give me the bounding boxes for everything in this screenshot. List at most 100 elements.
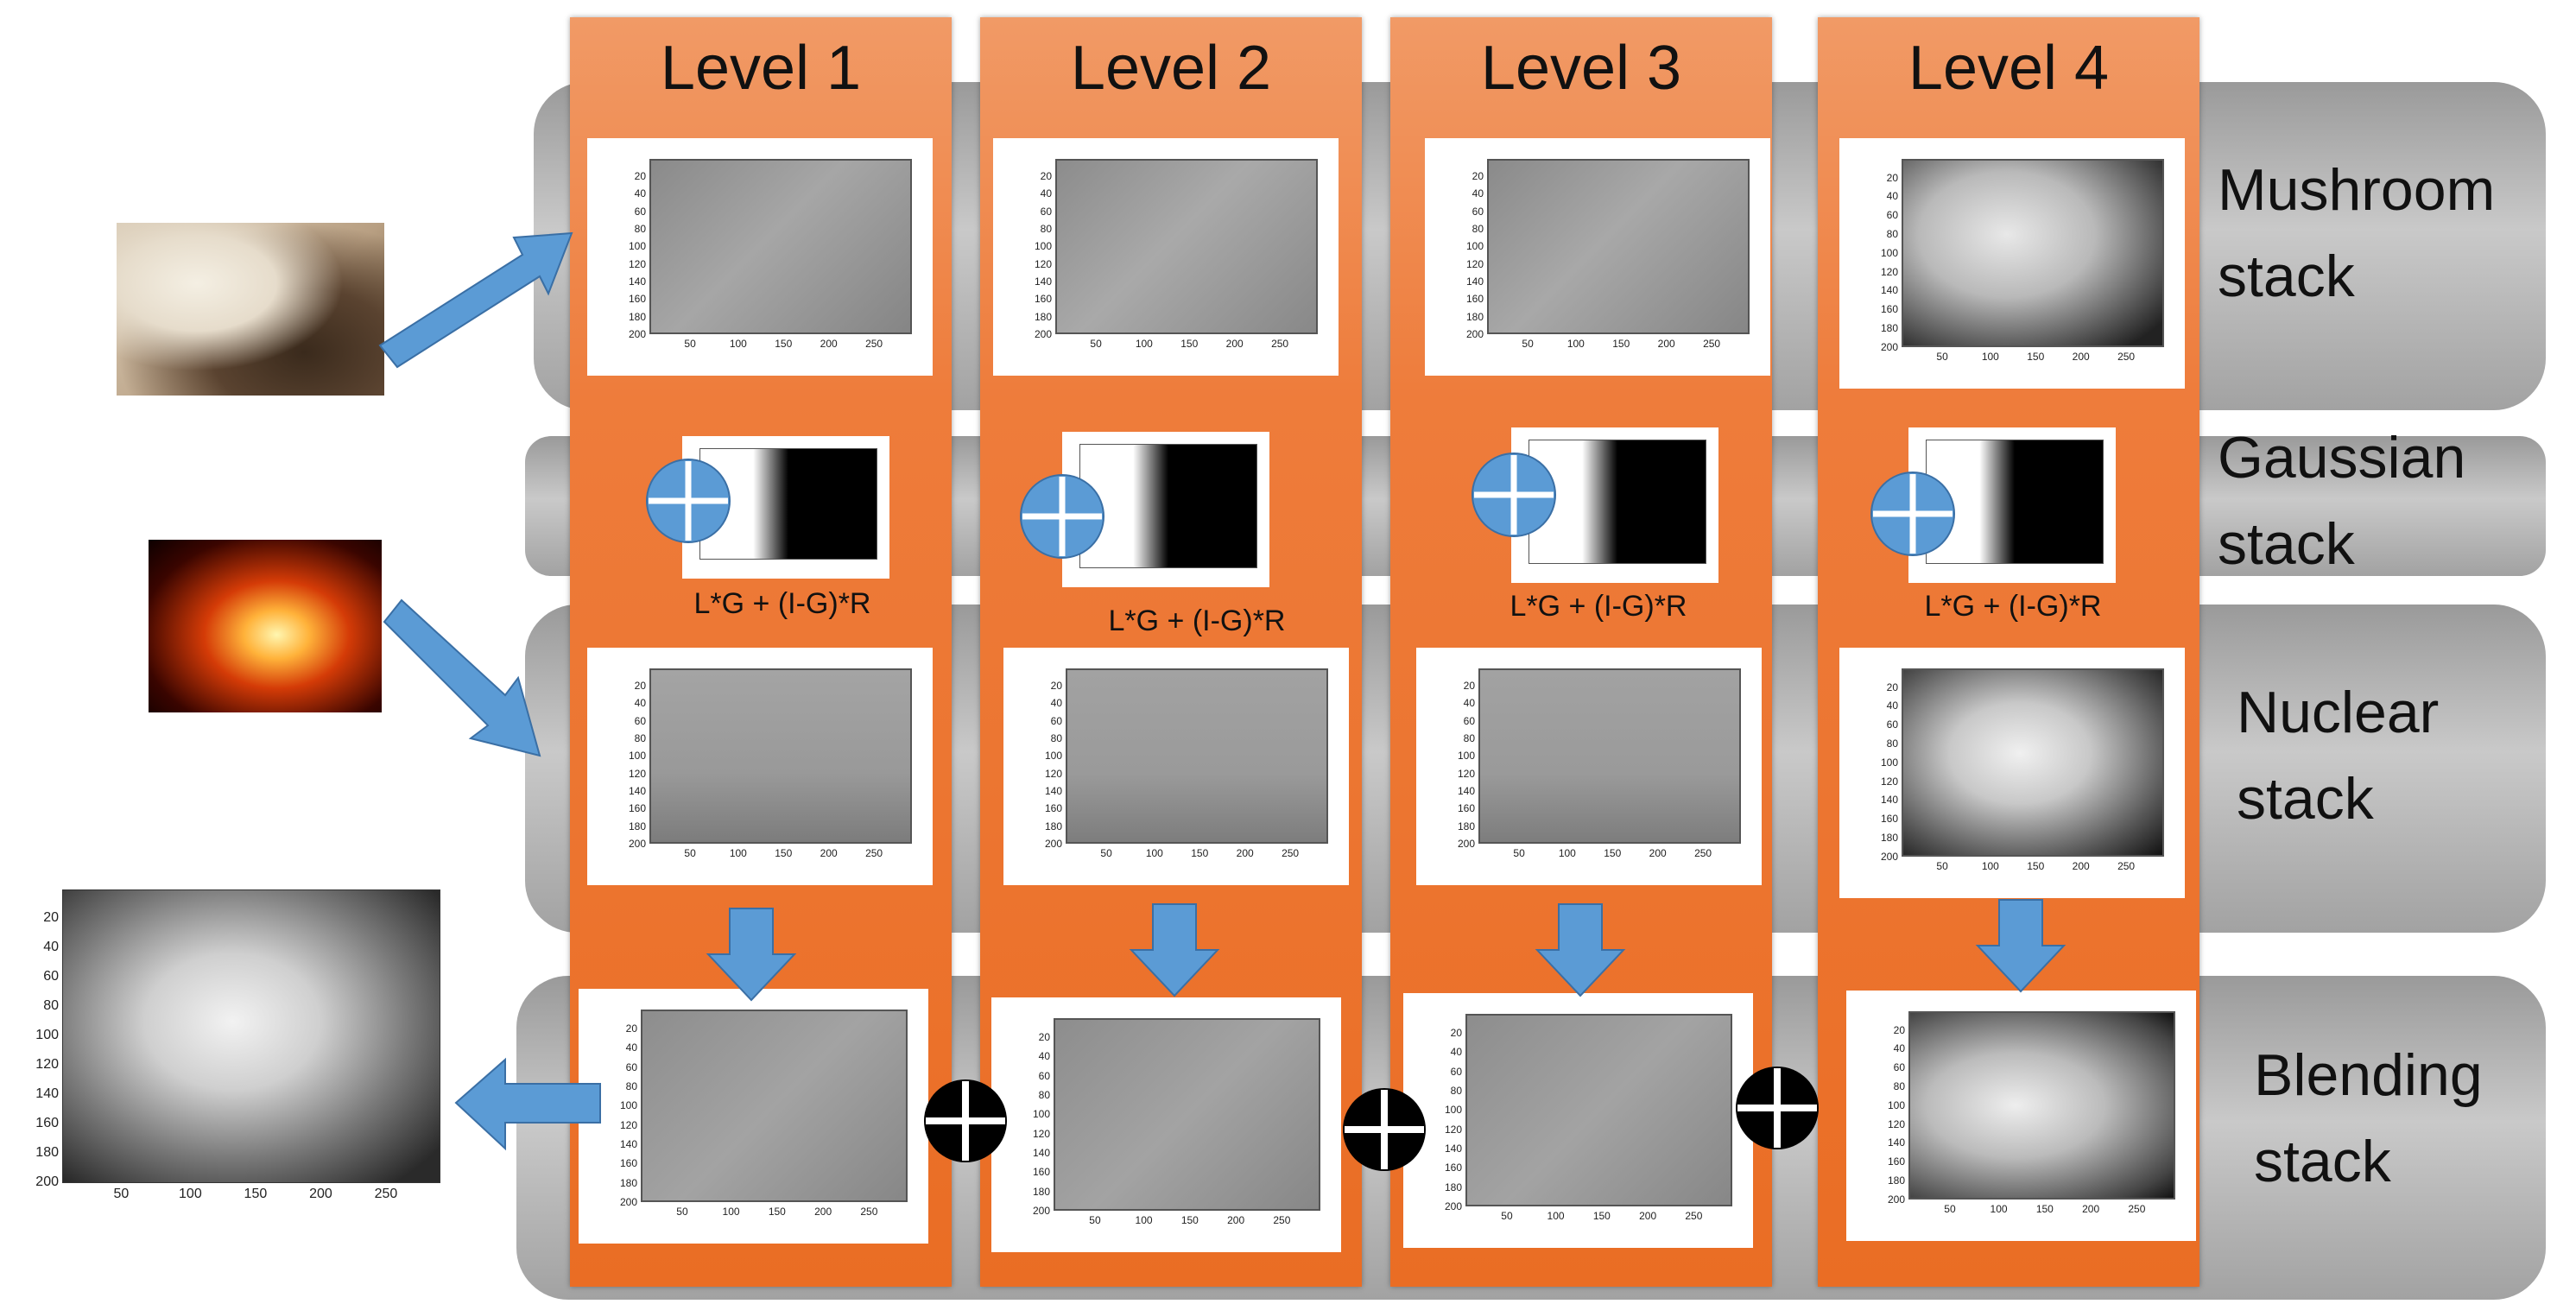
- x-tick-label: 150: [775, 338, 793, 350]
- plus-circle-icon: [1472, 453, 1556, 537]
- y-tick-label: 160: [1880, 813, 1898, 826]
- x-tick-label: 150: [1180, 1214, 1199, 1226]
- x-tick-label: 200: [1657, 338, 1675, 350]
- add-circle-black-2: [1341, 1086, 1427, 1173]
- arrow-nuclear-to-level-1: [383, 598, 541, 757]
- plus-circle-icon: [1870, 472, 1955, 556]
- y-tick-label: 80: [1450, 1085, 1462, 1097]
- plus-circle-icon: [1736, 1067, 1819, 1149]
- y-tick-label: 180: [1880, 322, 1898, 334]
- y-tick-label: 40: [43, 940, 59, 955]
- y-tick-label: 100: [1457, 750, 1475, 763]
- level-2-title: Level 2: [1070, 34, 1272, 103]
- y-tick-label: 140: [1887, 1136, 1905, 1149]
- x-tick-label: 50: [113, 1187, 130, 1201]
- y-tick-label: 40: [634, 697, 646, 710]
- arrow-left-to-output: [454, 1057, 601, 1151]
- add-circle-black-1: [922, 1078, 1009, 1164]
- x-tick-label: 100: [1145, 847, 1163, 859]
- y-tick-label: 120: [619, 1118, 637, 1131]
- y-tick-label: 140: [628, 784, 646, 797]
- add-circle-blue-level-4: [1870, 471, 1956, 557]
- x-tick-label: 100: [729, 847, 747, 859]
- gaussian-mask-level-2: [1062, 432, 1269, 587]
- x-tick-label: 250: [2128, 1203, 2146, 1215]
- y-tick-label: 60: [43, 969, 59, 984]
- y-tick-label: 20: [1886, 680, 1898, 693]
- y-tick-label: 100: [1887, 1098, 1905, 1111]
- x-tick-label: 50: [1501, 1210, 1513, 1222]
- y-tick-label: 80: [634, 732, 646, 744]
- y-tick-label: 120: [1465, 257, 1484, 270]
- y-tick-label: 20: [1450, 1027, 1462, 1040]
- y-tick-label: 140: [1880, 794, 1898, 807]
- y-tick-label: 180: [1032, 1185, 1050, 1198]
- y-tick-label: 60: [634, 205, 646, 218]
- arrow-down-level-2: [1129, 903, 1220, 997]
- y-tick-label: 200: [1044, 837, 1062, 850]
- x-tick-label: 100: [729, 338, 747, 350]
- y-tick-label: 140: [1444, 1142, 1462, 1155]
- y-tick-label: 20: [1040, 170, 1052, 183]
- x-tick-label: 200: [1225, 338, 1244, 350]
- gaussian-mask-level-4: [1908, 427, 2116, 583]
- y-tick-label: 100: [1444, 1104, 1462, 1117]
- x-tick-label: 200: [2072, 351, 2090, 363]
- y-tick-label: 60: [1040, 205, 1052, 218]
- y-tick-label: 140: [1034, 275, 1052, 288]
- y-tick-label: 200: [619, 1195, 637, 1208]
- y-tick-label: 120: [1044, 767, 1062, 780]
- x-tick-label: 250: [2117, 860, 2136, 872]
- mushroom-input-image: [117, 223, 384, 396]
- y-tick-label: 200: [628, 327, 646, 340]
- x-tick-label: 150: [244, 1187, 268, 1201]
- x-tick-label: 250: [1273, 1214, 1291, 1226]
- y-tick-label: 200: [35, 1174, 59, 1190]
- y-tick-label: 200: [1444, 1200, 1462, 1212]
- y-tick-label: 40: [1040, 187, 1052, 200]
- y-tick-label: 180: [35, 1145, 59, 1161]
- x-tick-label: 250: [374, 1187, 398, 1201]
- x-tick-label: 50: [684, 338, 696, 350]
- y-tick-label: 20: [634, 170, 646, 183]
- x-tick-label: 250: [1685, 1210, 1703, 1222]
- y-tick-label: 160: [1880, 303, 1898, 316]
- x-tick-label: 250: [1271, 338, 1289, 350]
- x-tick-label: 250: [1282, 847, 1300, 859]
- formula-level-2: L*G + (I-G)*R: [1108, 605, 1286, 637]
- x-tick-label: 200: [820, 847, 838, 859]
- y-tick-label: 200: [628, 837, 646, 850]
- y-tick-label: 160: [35, 1116, 59, 1131]
- y-tick-label: 60: [1463, 714, 1475, 727]
- x-tick-label: 50: [1936, 351, 1948, 363]
- y-tick-label: 100: [628, 750, 646, 763]
- y-tick-label: 180: [1465, 310, 1484, 323]
- x-tick-label: 150: [2027, 351, 2045, 363]
- formula-level-1: L*G + (I-G)*R: [693, 587, 871, 620]
- y-tick-label: 120: [1032, 1127, 1050, 1140]
- y-tick-label: 40: [625, 1041, 637, 1054]
- y-tick-label: 60: [1886, 718, 1898, 731]
- y-tick-label: 180: [1880, 832, 1898, 844]
- y-tick-label: 180: [1887, 1174, 1905, 1187]
- y-tick-label: 60: [1038, 1069, 1050, 1082]
- y-tick-label: 140: [1465, 275, 1484, 288]
- y-tick-label: 180: [1044, 820, 1062, 832]
- y-tick-label: 180: [628, 820, 646, 832]
- y-tick-label: 40: [1886, 190, 1898, 203]
- y-tick-label: 120: [628, 257, 646, 270]
- x-tick-label: 250: [865, 338, 883, 350]
- x-tick-label: 200: [2072, 860, 2090, 872]
- y-tick-label: 20: [43, 910, 59, 926]
- formula-level-4: L*G + (I-G)*R: [1924, 590, 2102, 623]
- y-tick-label: 140: [628, 275, 646, 288]
